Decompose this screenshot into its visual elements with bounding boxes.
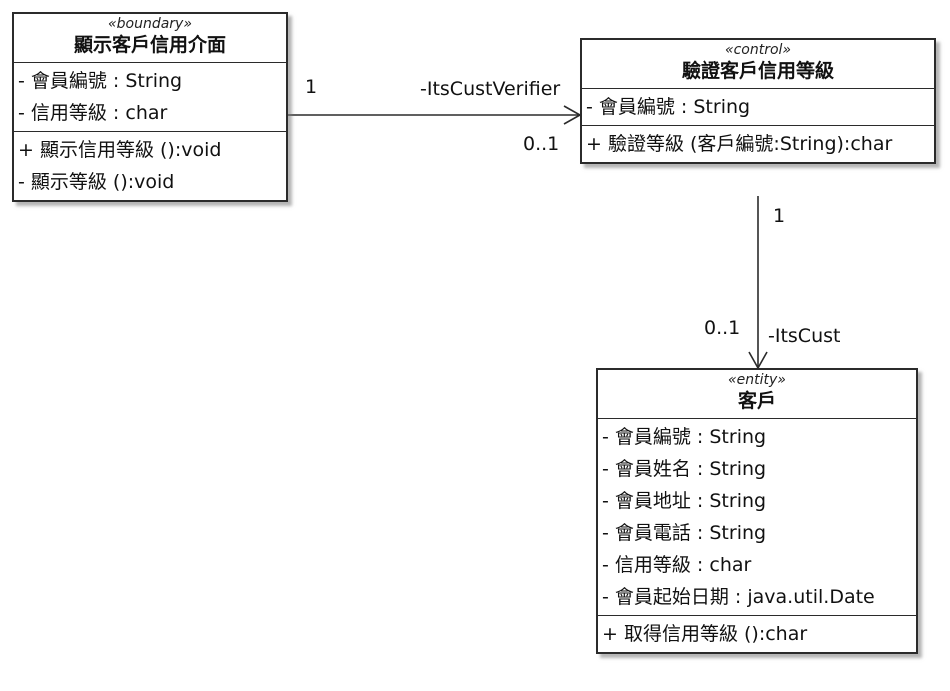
class-box-entity[interactable]: «entity» 客戶 - 會員編號 : String - 會員姓名 : Str…	[596, 368, 918, 654]
role-name-its-cust-verifier: -ItsCustVerifier	[420, 78, 561, 100]
multiplicity-source-boundary: 1	[305, 76, 318, 98]
operation: + 顯示信用等級 ():void	[18, 139, 222, 161]
attribute: - 會員編號 : String	[586, 96, 751, 118]
operations-compartment: + 取得信用等級 ():char	[598, 616, 916, 652]
class-header: «entity» 客戶	[598, 370, 916, 419]
multiplicity-source-control: 1	[773, 205, 786, 227]
operations-compartment: + 驗證等級 (客戶編號:String):char	[582, 126, 934, 162]
attributes-compartment: - 會員編號 : String - 信用等級 : char	[14, 63, 286, 132]
role-name-its-cust: -ItsCust	[768, 325, 841, 347]
class-box-control[interactable]: «control» 驗證客戶信用等級 - 會員編號 : String + 驗證等…	[580, 38, 936, 164]
class-name: 驗證客戶信用等級	[681, 60, 834, 82]
stereotype-label: «control»	[724, 42, 792, 58]
multiplicity-target-entity: 0..1	[704, 317, 741, 339]
class-name: 客戶	[737, 390, 776, 412]
attribute: - 信用等級 : char	[602, 554, 752, 576]
attribute: - 會員電話 : String	[602, 522, 767, 544]
attribute: - 會員姓名 : String	[602, 458, 767, 480]
stereotype-label: «entity»	[728, 372, 786, 388]
class-header: «boundary» 顯示客戶信用介面	[14, 14, 286, 63]
stereotype-label: «boundary»	[108, 16, 192, 32]
attribute: - 信用等級 : char	[18, 102, 168, 124]
attributes-compartment: - 會員編號 : String	[582, 89, 934, 126]
attributes-compartment: - 會員編號 : String - 會員姓名 : String - 會員地址 :…	[598, 419, 916, 616]
attribute: - 會員編號 : String	[18, 70, 183, 92]
operation: + 取得信用等級 ():char	[602, 623, 808, 645]
operations-compartment: + 顯示信用等級 ():void - 顯示等級 ():void	[14, 132, 286, 200]
attribute: - 會員起始日期 : java.util.Date	[602, 586, 875, 608]
class-header: «control» 驗證客戶信用等級	[582, 40, 934, 89]
attribute: - 會員編號 : String	[602, 426, 767, 448]
multiplicity-target-control: 0..1	[523, 133, 560, 155]
operation: + 驗證等級 (客戶編號:String):char	[586, 133, 893, 155]
attribute: - 會員地址 : String	[602, 490, 767, 512]
operation: - 顯示等級 ():void	[18, 171, 175, 193]
class-box-boundary[interactable]: «boundary» 顯示客戶信用介面 - 會員編號 : String - 信用…	[12, 12, 288, 202]
class-name: 顯示客戶信用介面	[73, 34, 226, 56]
